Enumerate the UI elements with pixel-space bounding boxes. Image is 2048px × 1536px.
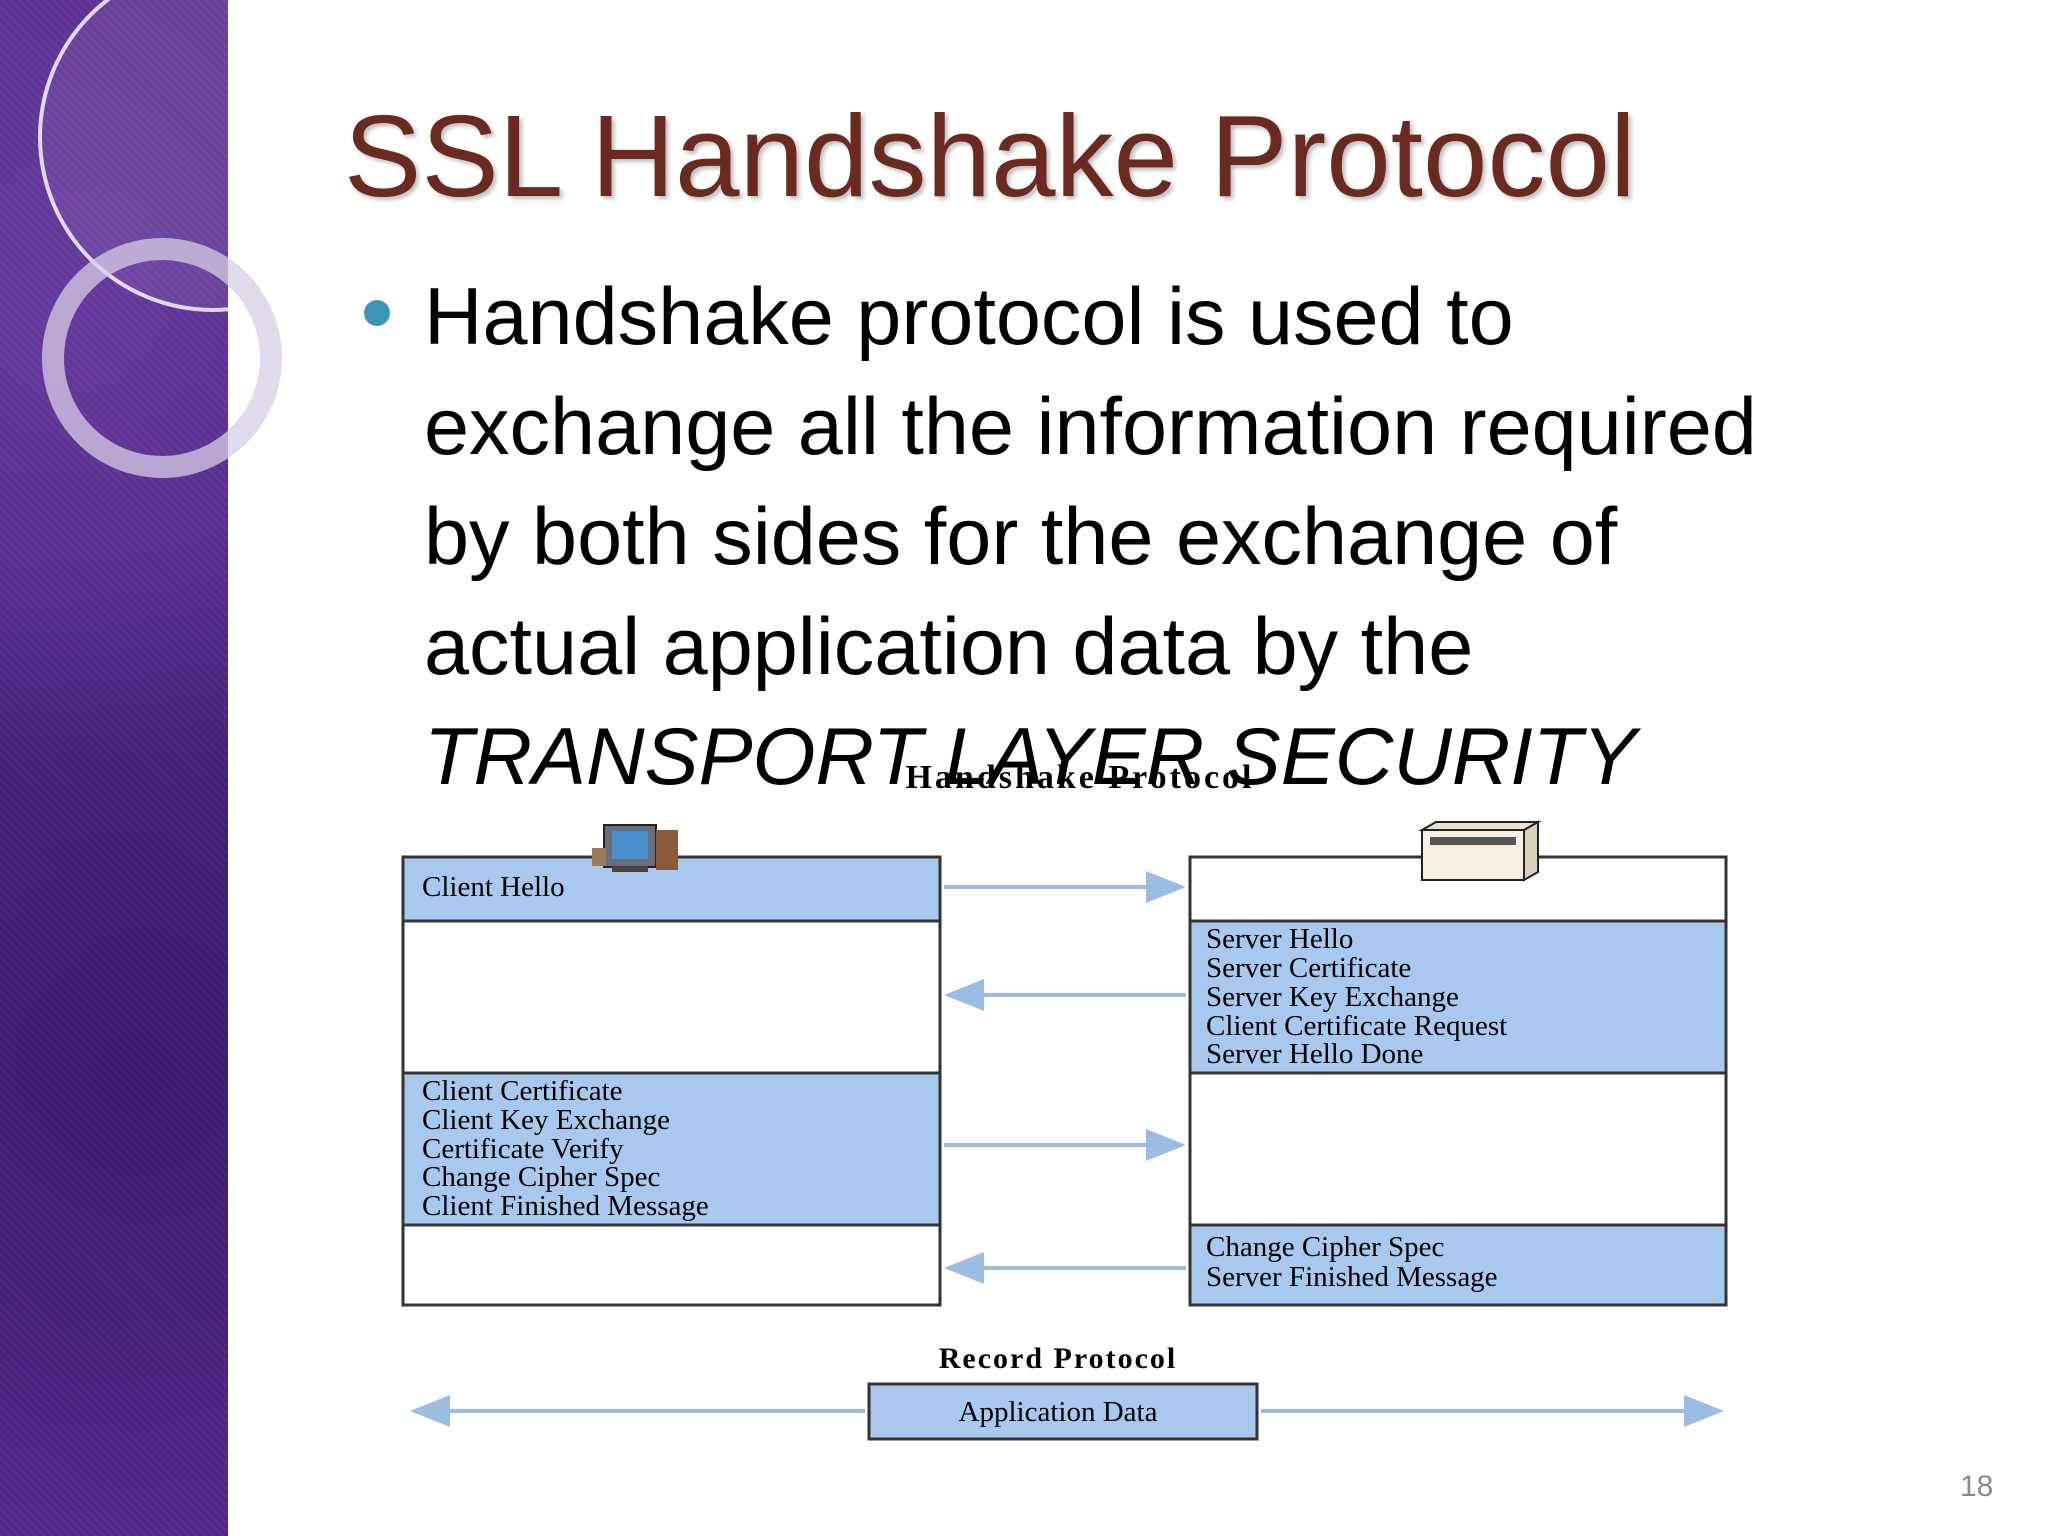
client-msg-3: Certificate Verify [422, 1133, 624, 1165]
server-msg-1: Server Hello [1206, 923, 1353, 955]
client-hello-label: Client Hello [422, 871, 565, 903]
server-messages-box [1188, 919, 1728, 1075]
client-computer-icon [592, 824, 678, 872]
server-msg-5: Server Hello Done [1206, 1038, 1423, 1070]
server-msg-3: Server Key Exchange [1206, 981, 1459, 1013]
client-msg-4: Change Cipher Spec [422, 1161, 660, 1193]
bullet-text: Handshake protocol is used to exchange a… [424, 262, 1984, 812]
client-hello-box [401, 855, 942, 923]
bullet-line-1: Handshake protocol is used to [424, 272, 1514, 362]
server-column [1188, 855, 1728, 1307]
decorative-small-ring [42, 238, 282, 478]
server-msg-2: Server Certificate [1206, 952, 1411, 984]
client-msg-5: Client Finished Message [422, 1190, 709, 1222]
application-data-label: Application Data [959, 1396, 1158, 1428]
server-final-box [1188, 1223, 1728, 1307]
bullet-line-5: TRANSPORT LAYER SECURITY [424, 712, 1637, 802]
server-final-2: Server Finished Message [1206, 1261, 1498, 1293]
slide-title: SSL Handshake Protocol [344, 91, 1636, 221]
server-final-1: Change Cipher Spec [1206, 1231, 1444, 1263]
bullet-line-3: by both sides for the exchange of [424, 492, 1618, 582]
client-msg-1: Client Certificate [422, 1075, 623, 1107]
client-msg-2: Client Key Exchange [422, 1104, 670, 1136]
server-msg-4: Client Certificate Request [1206, 1010, 1507, 1042]
bullet-line-4: actual application data by the [424, 602, 1474, 692]
page-number: 18 [1960, 1470, 1994, 1503]
server-icon [1418, 820, 1542, 882]
client-column [401, 855, 942, 1307]
application-data-box [867, 1382, 1259, 1441]
client-messages-box [401, 1071, 942, 1227]
record-protocol-title: Record Protocol [939, 1342, 1178, 1375]
bullet-line-2: exchange all the information required [424, 382, 1757, 472]
bullet-icon [364, 300, 390, 326]
